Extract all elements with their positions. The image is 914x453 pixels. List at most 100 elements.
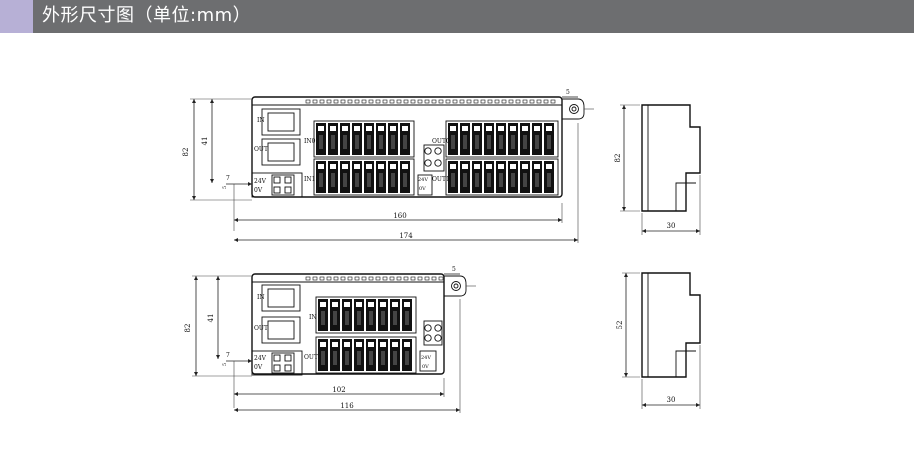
screw-terminal	[434, 159, 442, 167]
terminal-slot	[499, 173, 503, 187]
bottom-dim-left-offset: 7	[226, 352, 230, 359]
terminal-latch	[534, 164, 540, 169]
led-indicator	[326, 99, 332, 104]
terminal-latch	[318, 126, 324, 131]
terminal-latch	[378, 126, 384, 131]
screw-terminal	[434, 147, 442, 155]
terminal-latch	[318, 164, 324, 169]
bottom-label-in-row: IN	[309, 314, 317, 321]
led-indicator	[438, 99, 444, 104]
terminal-latch	[462, 126, 468, 131]
terminal-slot	[511, 173, 515, 187]
power-screw	[273, 186, 281, 194]
screw-terminal	[424, 334, 432, 342]
terminal-latch	[390, 126, 396, 131]
led-indicator	[417, 276, 423, 281]
terminal-latch	[342, 164, 348, 169]
terminal-block-frame	[445, 158, 559, 196]
led-indicator	[354, 276, 360, 281]
led-indicator	[333, 276, 339, 281]
bottom-label-24v: 24V	[254, 355, 267, 362]
terminal-slot	[391, 173, 395, 187]
led-indicator	[333, 99, 339, 104]
led-indicator	[536, 99, 542, 104]
led-indicator	[515, 99, 521, 104]
led-indicator	[354, 99, 360, 104]
led-indicator	[424, 99, 430, 104]
terminal-latch	[330, 126, 336, 131]
led-indicator	[382, 99, 388, 104]
terminal-slot	[355, 173, 359, 187]
terminal-latch	[404, 342, 410, 347]
top-label-in: IN	[257, 117, 265, 124]
led-indicator	[382, 276, 388, 281]
power-screw	[273, 364, 281, 372]
top-dim-height-inner: 41	[201, 137, 209, 146]
power-screw	[284, 354, 292, 362]
terminal-latch	[486, 164, 492, 169]
section-header-bar: 外形尺寸图（单位:mm）	[0, 0, 914, 33]
led-indicator	[305, 276, 311, 281]
terminal-latch	[546, 126, 552, 131]
terminal-slot	[379, 173, 383, 187]
led-indicator	[403, 276, 409, 281]
top-label-24v: 24V	[254, 178, 267, 185]
led-indicator	[340, 99, 346, 104]
terminal-slot	[381, 311, 385, 325]
terminal-latch	[392, 342, 398, 347]
terminal-latch	[344, 302, 350, 307]
terminal-slot	[357, 351, 361, 365]
terminal-slot	[463, 173, 467, 187]
led-indicator	[347, 99, 353, 104]
terminal-slot	[333, 311, 337, 325]
led-indicator	[368, 99, 374, 104]
top-dim-width-total: 174	[399, 232, 413, 240]
led-indicator	[424, 276, 430, 281]
terminal-slot	[463, 135, 467, 149]
top-dim-width-inner: 160	[393, 212, 406, 220]
terminal-slot	[405, 351, 409, 365]
led-indicator	[480, 99, 486, 104]
terminal-latch	[320, 342, 326, 347]
terminal-slot	[331, 135, 335, 149]
terminal-latch	[474, 126, 480, 131]
terminal-slot	[511, 135, 515, 149]
terminal-slot	[499, 135, 503, 149]
bottom-module-front-view: IN OUT 24V 0V IN OUT 24V 0V	[251, 273, 467, 376]
terminal-latch	[534, 126, 540, 131]
bottom-side-dim-height: 52	[616, 321, 624, 330]
terminal-slot	[475, 135, 479, 149]
top-label-out0: OUT0	[432, 138, 450, 145]
terminal-slot	[547, 173, 551, 187]
terminal-slot	[403, 135, 407, 149]
terminal-latch	[498, 126, 504, 131]
led-indicator	[326, 276, 332, 281]
power-screw	[284, 364, 292, 372]
terminal-latch	[366, 126, 372, 131]
terminal-slot	[369, 351, 373, 365]
led-indicator	[473, 99, 479, 104]
terminal-latch	[366, 164, 372, 169]
led-indicator	[396, 276, 402, 281]
terminal-slot	[369, 311, 373, 325]
terminal-latch	[522, 126, 528, 131]
led-indicator	[431, 276, 437, 281]
led-indicator	[487, 99, 493, 104]
led-indicator	[319, 276, 325, 281]
terminal-slot	[331, 173, 335, 187]
terminal-slot	[379, 135, 383, 149]
section-title: 外形尺寸图（单位:mm）	[42, 5, 252, 26]
terminal-slot	[535, 135, 539, 149]
terminal-latch	[510, 126, 516, 131]
terminal-slot	[451, 173, 455, 187]
bottom-dim-small-v: 5	[222, 363, 228, 366]
led-indicator	[529, 99, 535, 104]
terminal-block-frame	[315, 336, 417, 374]
terminal-latch	[498, 164, 504, 169]
power-screw	[273, 354, 281, 362]
terminal-latch	[368, 342, 374, 347]
led-indicator	[417, 99, 423, 104]
led-indicator	[508, 99, 514, 104]
top-label-0v-b: 0V	[419, 186, 426, 192]
terminal-slot	[523, 135, 527, 149]
